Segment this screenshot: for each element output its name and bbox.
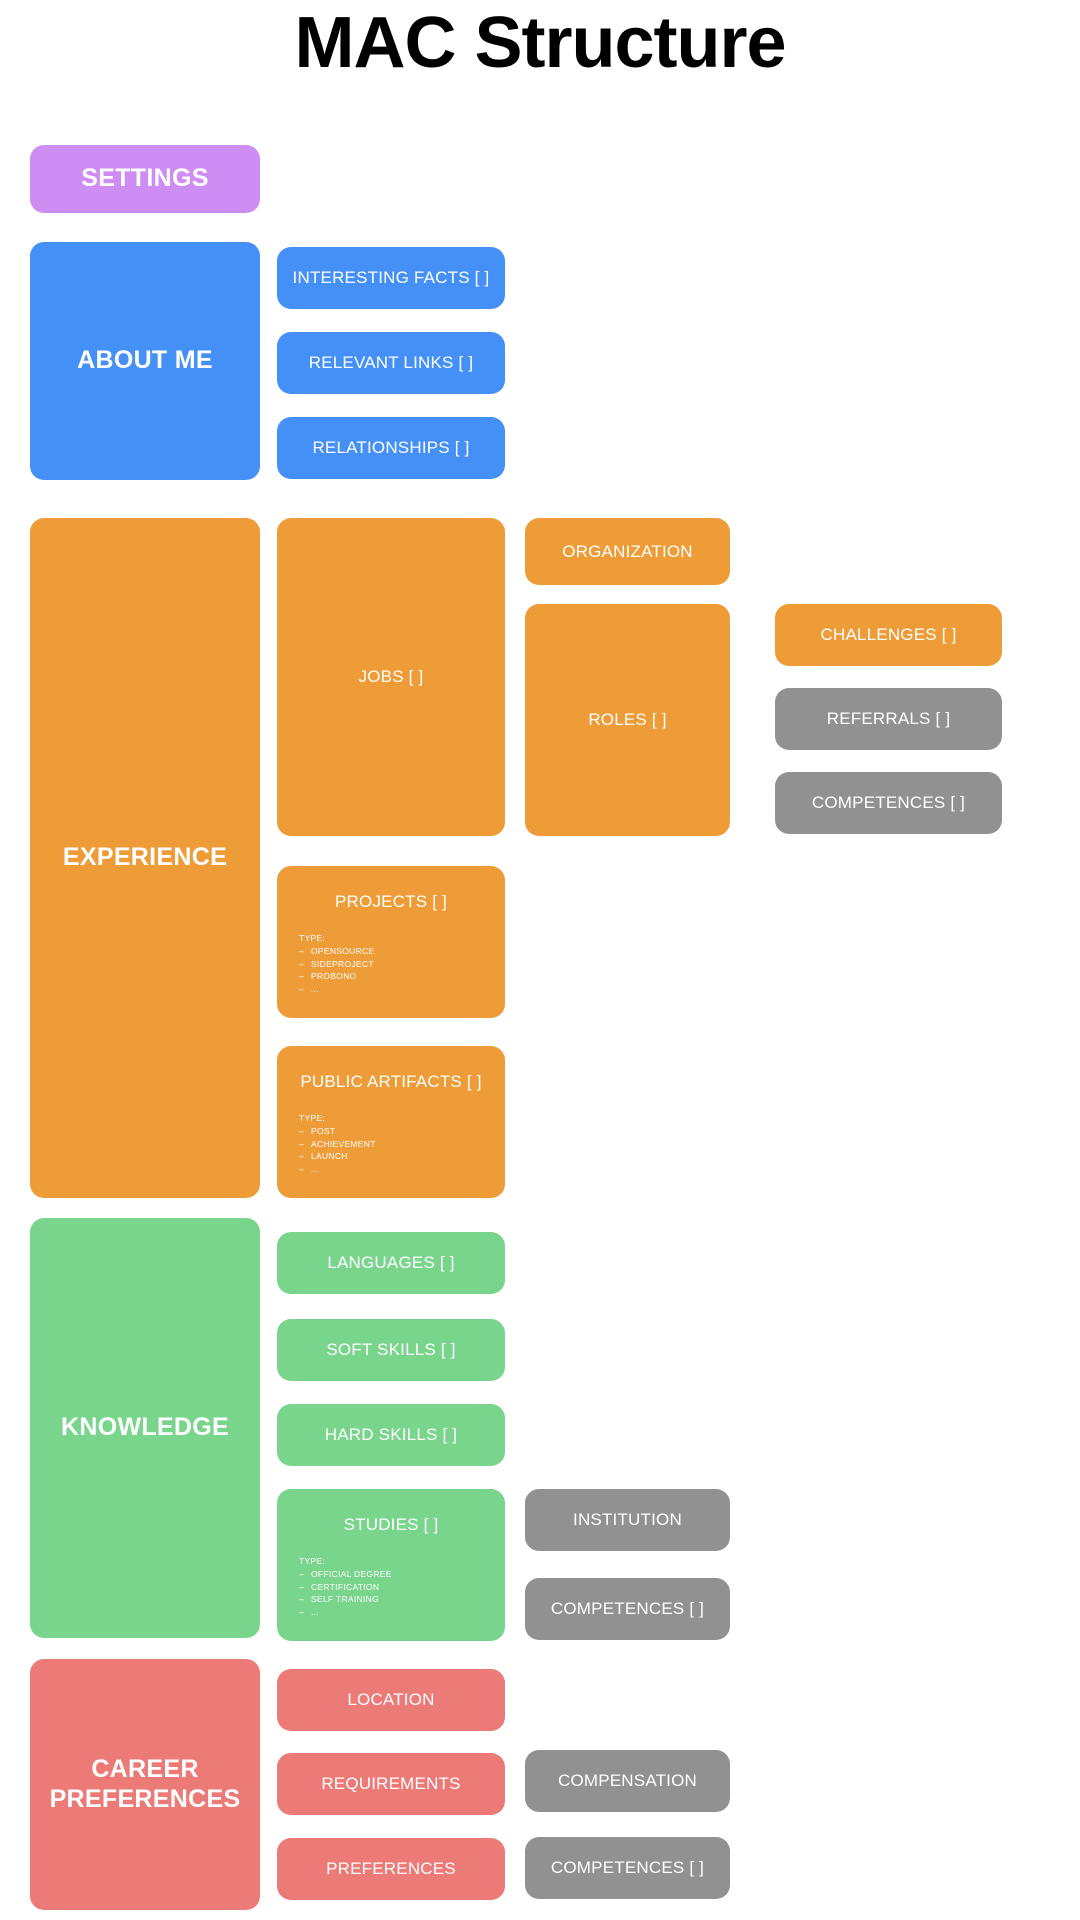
node-soft-skills[interactable]: SOFT SKILLS [ ] [277, 1319, 505, 1381]
public-artifacts-type-item: ... [299, 1163, 485, 1176]
node-compensation-label: COMPENSATION [557, 1771, 698, 1790]
projects-type-item: PROBONO [299, 970, 485, 983]
node-knowledge[interactable]: KNOWLEDGE [30, 1218, 260, 1638]
studies-type-label: TYPE: [299, 1556, 326, 1566]
studies-type-item: OFFICIAL DEGREE [299, 1568, 485, 1581]
node-about-me[interactable]: ABOUT ME [30, 242, 260, 480]
node-organization[interactable]: ORGANIZATION [525, 518, 730, 585]
projects-type-list: TYPE: OPENSOURCE SIDEPROJECT PROBONO ... [297, 932, 485, 996]
node-interesting-facts-label: INTERESTING FACTS [ ] [292, 268, 490, 287]
projects-type-item: SIDEPROJECT [299, 958, 485, 971]
public-artifacts-type-list: TYPE: POST ACHIEVEMENT LAUNCH ... [297, 1112, 485, 1176]
node-languages[interactable]: LANGUAGES [ ] [277, 1232, 505, 1294]
node-languages-label: LANGUAGES [ ] [327, 1253, 455, 1272]
node-competences-knowledge-label: COMPETENCES [ ] [550, 1599, 705, 1618]
node-projects[interactable]: PROJECTS [ ] TYPE: OPENSOURCE SIDEPROJEC… [277, 866, 505, 1018]
node-public-artifacts[interactable]: PUBLIC ARTIFACTS [ ] TYPE: POST ACHIEVEM… [277, 1046, 505, 1198]
node-compensation[interactable]: COMPENSATION [525, 1750, 730, 1812]
node-competences-career-label: COMPETENCES [ ] [550, 1858, 705, 1877]
public-artifacts-type-item: ACHIEVEMENT [299, 1138, 485, 1151]
node-studies[interactable]: STUDIES [ ] TYPE: OFFICIAL DEGREE CERTIF… [277, 1489, 505, 1641]
studies-type-item: CERTIFICATION [299, 1581, 485, 1594]
node-competences-knowledge[interactable]: COMPETENCES [ ] [525, 1578, 730, 1640]
node-interesting-facts[interactable]: INTERESTING FACTS [ ] [277, 247, 505, 309]
projects-type-label: TYPE: [299, 933, 326, 943]
node-location[interactable]: LOCATION [277, 1669, 505, 1731]
node-studies-label: STUDIES [ ] [343, 1515, 439, 1534]
node-referrals[interactable]: REFERRALS [ ] [775, 688, 1002, 750]
node-referrals-label: REFERRALS [ ] [826, 709, 951, 728]
node-roles[interactable]: ROLES [ ] [525, 604, 730, 836]
node-settings[interactable]: SETTINGS [30, 145, 260, 213]
node-challenges-label: CHALLENGES [ ] [820, 625, 957, 644]
node-challenges[interactable]: CHALLENGES [ ] [775, 604, 1002, 666]
node-competences-experience[interactable]: COMPETENCES [ ] [775, 772, 1002, 834]
node-preferences-label: PREFERENCES [326, 1859, 456, 1878]
node-experience[interactable]: EXPERIENCE [30, 518, 260, 1198]
public-artifacts-type-item: POST [299, 1125, 485, 1138]
node-settings-label: SETTINGS [81, 164, 209, 193]
node-about-me-label: ABOUT ME [77, 346, 213, 375]
node-hard-skills[interactable]: HARD SKILLS [ ] [277, 1404, 505, 1466]
node-experience-label: EXPERIENCE [62, 843, 228, 872]
node-relevant-links[interactable]: RELEVANT LINKS [ ] [277, 332, 505, 394]
node-career-preferences-label: CAREER PREFERENCES [49, 1755, 241, 1813]
page-title: MAC Structure [294, 3, 786, 83]
node-requirements[interactable]: REQUIREMENTS [277, 1753, 505, 1815]
node-jobs[interactable]: JOBS [ ] [277, 518, 505, 836]
node-relationships[interactable]: RELATIONSHIPS [ ] [277, 417, 505, 479]
node-projects-label: PROJECTS [ ] [335, 892, 447, 911]
node-public-artifacts-label: PUBLIC ARTIFACTS [ ] [300, 1072, 482, 1091]
public-artifacts-type-label: TYPE: [299, 1113, 326, 1123]
node-jobs-label: JOBS [ ] [358, 667, 424, 686]
node-relationships-label: RELATIONSHIPS [ ] [312, 438, 470, 457]
node-requirements-label: REQUIREMENTS [321, 1774, 461, 1793]
node-preferences[interactable]: PREFERENCES [277, 1838, 505, 1900]
node-competences-experience-label: COMPETENCES [ ] [811, 793, 966, 812]
node-organization-label: ORGANIZATION [562, 541, 693, 561]
studies-type-item: SELF TRAINING [299, 1593, 485, 1606]
studies-type-item: ... [299, 1606, 485, 1619]
node-relevant-links-label: RELEVANT LINKS [ ] [308, 353, 474, 372]
public-artifacts-type-item: LAUNCH [299, 1150, 485, 1163]
node-institution[interactable]: INSTITUTION [525, 1489, 730, 1551]
node-roles-label: ROLES [ ] [588, 710, 667, 729]
node-soft-skills-label: SOFT SKILLS [ ] [326, 1340, 456, 1359]
node-hard-skills-label: HARD SKILLS [ ] [324, 1425, 458, 1444]
node-competences-career[interactable]: COMPETENCES [ ] [525, 1837, 730, 1899]
node-institution-label: INSTITUTION [573, 1510, 682, 1529]
studies-type-list: TYPE: OFFICIAL DEGREE CERTIFICATION SELF… [297, 1555, 485, 1619]
node-career-preferences[interactable]: CAREER PREFERENCES [30, 1659, 260, 1910]
node-knowledge-label: KNOWLEDGE [61, 1413, 229, 1442]
projects-type-item: ... [299, 983, 485, 996]
node-location-label: LOCATION [347, 1690, 435, 1709]
projects-type-item: OPENSOURCE [299, 945, 485, 958]
